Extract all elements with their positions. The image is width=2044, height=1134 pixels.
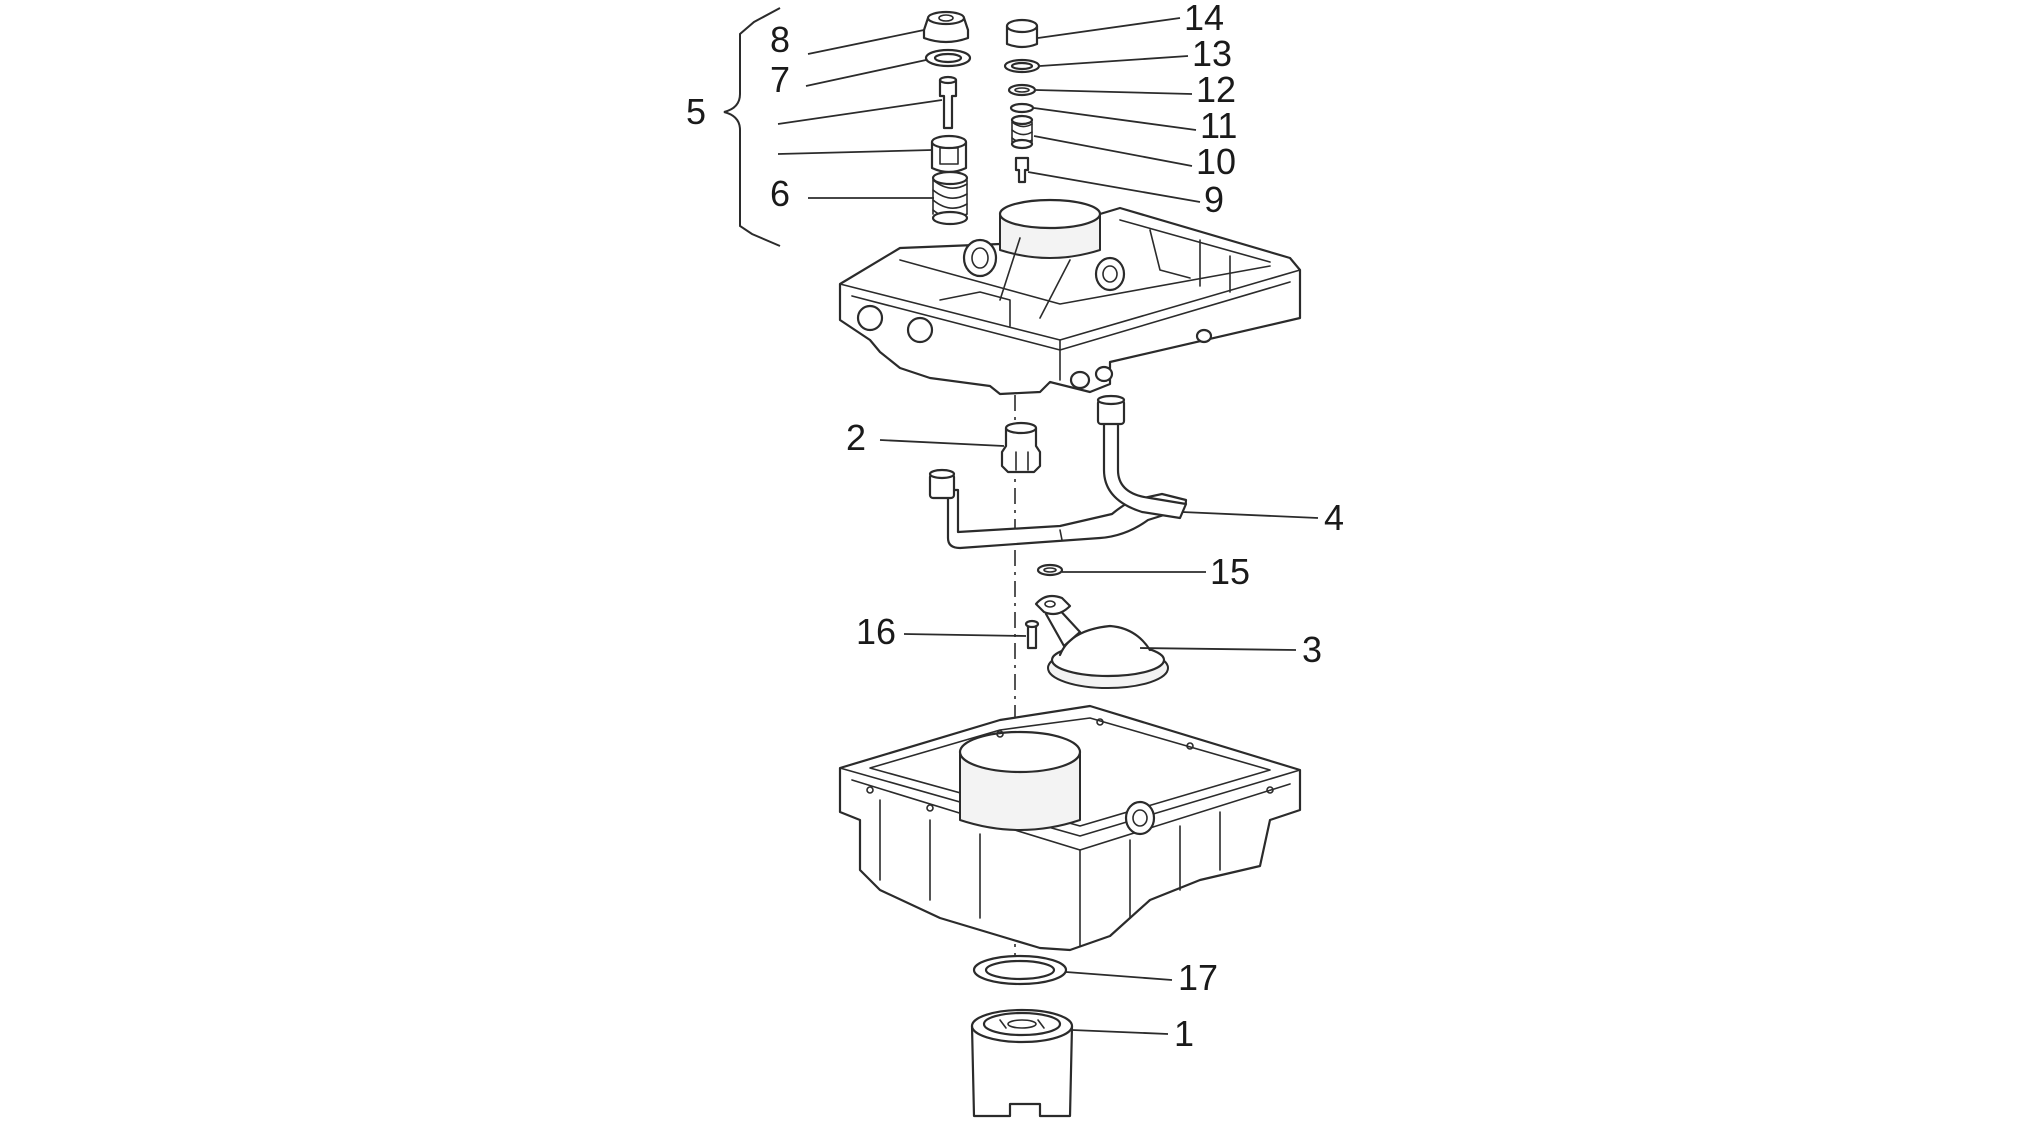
leader-4 bbox=[1181, 511, 1319, 519]
part-16-screw bbox=[1024, 619, 1040, 650]
part-14-plug bbox=[1005, 18, 1039, 49]
leader-13 bbox=[1039, 55, 1189, 67]
relief-valve-group bbox=[922, 10, 972, 226]
leader-11 bbox=[1033, 107, 1197, 131]
part-4-pipe bbox=[928, 394, 1188, 550]
callout-4: 4 bbox=[1324, 497, 1344, 538]
callout-3: 3 bbox=[1302, 629, 1322, 670]
part-13-washer bbox=[1003, 58, 1041, 74]
leader-16 bbox=[903, 633, 1027, 637]
group-5-bracket bbox=[723, 7, 781, 247]
leader-17 bbox=[1065, 971, 1173, 981]
part-8-cap bbox=[922, 10, 970, 44]
leader-1 bbox=[1071, 1029, 1169, 1035]
leader-3 bbox=[1139, 647, 1297, 651]
part-3-oil-strainer bbox=[1034, 594, 1169, 689]
part-10-spring bbox=[1010, 114, 1034, 150]
oil-sump-housing bbox=[838, 704, 1302, 952]
part-12-oring bbox=[1007, 83, 1037, 97]
callout-2: 2 bbox=[846, 417, 866, 458]
callout-14: 14 bbox=[1184, 0, 1224, 38]
callout-8: 8 bbox=[770, 19, 790, 60]
part-15-oring bbox=[1036, 563, 1064, 577]
callout-15: 15 bbox=[1210, 551, 1250, 592]
leader-5b bbox=[777, 149, 933, 155]
part-17-gasket bbox=[972, 954, 1068, 986]
callout-17: 17 bbox=[1178, 957, 1218, 998]
leader-5a bbox=[777, 99, 943, 125]
part-7-washer bbox=[924, 48, 972, 68]
part-11-ring bbox=[1009, 102, 1035, 114]
callout-5: 5 bbox=[686, 91, 706, 132]
part-2-fitting bbox=[1000, 421, 1042, 474]
callout-10: 10 bbox=[1196, 141, 1236, 182]
leader-12 bbox=[1035, 89, 1193, 95]
callout-6: 6 bbox=[770, 173, 790, 214]
leader-14 bbox=[1037, 17, 1181, 39]
upper-pump-housing bbox=[838, 198, 1302, 396]
callout-13: 13 bbox=[1192, 33, 1232, 74]
callout-12: 12 bbox=[1196, 69, 1236, 110]
callout-11: 11 bbox=[1200, 105, 1237, 146]
part-1-oil-filter bbox=[970, 1008, 1074, 1118]
valve-cage bbox=[930, 134, 968, 174]
leader-2 bbox=[879, 439, 1005, 447]
leader-9 bbox=[1027, 171, 1201, 203]
callout-labels: 8 7 5 6 14 13 12 11 10 9 2 4 15 16 3 17 … bbox=[686, 0, 1344, 1054]
bypass-valve-group bbox=[1003, 18, 1041, 184]
callout-1: 1 bbox=[1174, 1013, 1194, 1054]
callout-9: 9 bbox=[1204, 179, 1224, 220]
leader-7 bbox=[805, 59, 927, 87]
part-6-spring bbox=[931, 170, 969, 226]
leader-lines bbox=[777, 17, 1319, 1035]
part-9-pin bbox=[1014, 156, 1030, 184]
leader-8 bbox=[807, 29, 925, 55]
callout-16: 16 bbox=[856, 611, 896, 652]
callout-7: 7 bbox=[770, 59, 790, 100]
leader-10 bbox=[1033, 135, 1193, 167]
valve-piston bbox=[938, 75, 958, 130]
